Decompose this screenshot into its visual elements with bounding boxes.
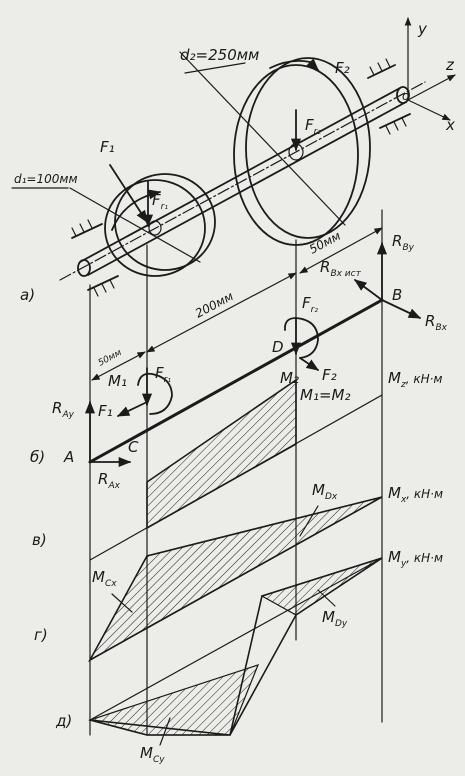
mdy-leader xyxy=(317,589,336,607)
axis-z-label: z xyxy=(445,56,455,74)
label-case-b: б) xyxy=(30,448,45,466)
label-case-d: д) xyxy=(55,712,72,730)
axis-y-label: y xyxy=(417,20,428,38)
my-diagram-region-D xyxy=(260,557,383,616)
label-RBx-ist: RBx ист xyxy=(320,258,362,279)
dim-line-200 xyxy=(146,272,297,353)
reaction-RBx-ist-arrow xyxy=(353,279,383,301)
reaction-RBx-arrow xyxy=(381,299,422,319)
force-F2-arrow-mid xyxy=(299,357,320,371)
label-B: B xyxy=(392,286,402,304)
label-Fr1-top: Fr₁ xyxy=(152,191,168,212)
label-Fr2-mid: Fr₂ xyxy=(302,294,318,315)
label-A: A xyxy=(63,448,74,466)
shaft-body xyxy=(59,81,426,281)
force-F1-arrow-top xyxy=(109,164,148,224)
my-bending-diagram: MDy My, кН·м MCy д) xyxy=(55,548,443,765)
force-F1-arrow-mid xyxy=(116,401,148,417)
label-d1: d₁=100мм xyxy=(14,172,78,186)
bearing-left xyxy=(71,219,119,297)
label-MCy: MCy xyxy=(140,744,165,765)
mz-diagram-region xyxy=(146,378,297,530)
mdx-leader xyxy=(299,505,319,537)
label-d2: d₂=250мм xyxy=(180,46,259,64)
label-F2-mid: F₂ xyxy=(322,366,337,384)
d2-leader xyxy=(184,62,246,74)
label-C: C xyxy=(128,438,139,456)
label-RAy: RAy xyxy=(52,399,75,420)
origin-label: o xyxy=(402,89,409,103)
force-F2-arrow-top xyxy=(269,58,319,71)
label-Mz: Mz, кН·м xyxy=(388,369,442,390)
shaft-3d-view: y z x o xyxy=(11,17,456,304)
label-RAx: RAx xyxy=(98,470,121,491)
label-F2-top: F₂ xyxy=(335,59,350,77)
label-case-g: г) xyxy=(34,626,48,644)
moment-M1-arc xyxy=(137,372,173,415)
torque-diagram: M₁=M₂ Mz, кН·м в) xyxy=(32,369,442,561)
label-Fr2-top: Fr₂ xyxy=(305,116,321,137)
mx-diagram-region xyxy=(87,496,383,663)
label-M1eqM2: M₁=M₂ xyxy=(300,386,350,404)
coordinate-axes xyxy=(404,17,456,121)
small-pulley xyxy=(69,173,216,277)
axis-x-label: x xyxy=(445,116,455,134)
mx-bending-diagram: MDx Mx, кН·м MCx г) xyxy=(34,481,443,663)
label-D: D xyxy=(272,338,284,356)
large-pulley xyxy=(179,51,371,246)
dim-line-50-left xyxy=(91,351,146,381)
label-MDx: MDx xyxy=(312,481,338,502)
label-RBy: RBy xyxy=(392,232,415,253)
label-RBx: RBx xyxy=(425,312,448,333)
my-diagram-region-C xyxy=(87,664,260,736)
shaft-schematic-line xyxy=(88,298,384,464)
label-F1-mid: F₁ xyxy=(98,402,113,420)
mcx-leader xyxy=(111,593,133,613)
label-My: My, кН·м xyxy=(388,548,443,569)
label-Fr1-mid: Fr₁ xyxy=(155,364,171,385)
label-MDy: MDy xyxy=(322,608,348,629)
moment-M2-arc xyxy=(284,317,319,359)
bearing-right xyxy=(367,58,411,135)
label-case-a: a) xyxy=(20,286,35,304)
label-MCx: MCx xyxy=(92,568,117,589)
mcy-leader xyxy=(159,717,171,746)
dim-line-50-right xyxy=(299,227,383,274)
rotation-arrow-small xyxy=(111,189,162,231)
label-F1-top: F₁ xyxy=(100,138,115,156)
label-Mx: Mx, кН·м xyxy=(388,484,443,505)
label-M1: M₁ xyxy=(108,372,127,390)
label-case-v: в) xyxy=(32,531,47,549)
